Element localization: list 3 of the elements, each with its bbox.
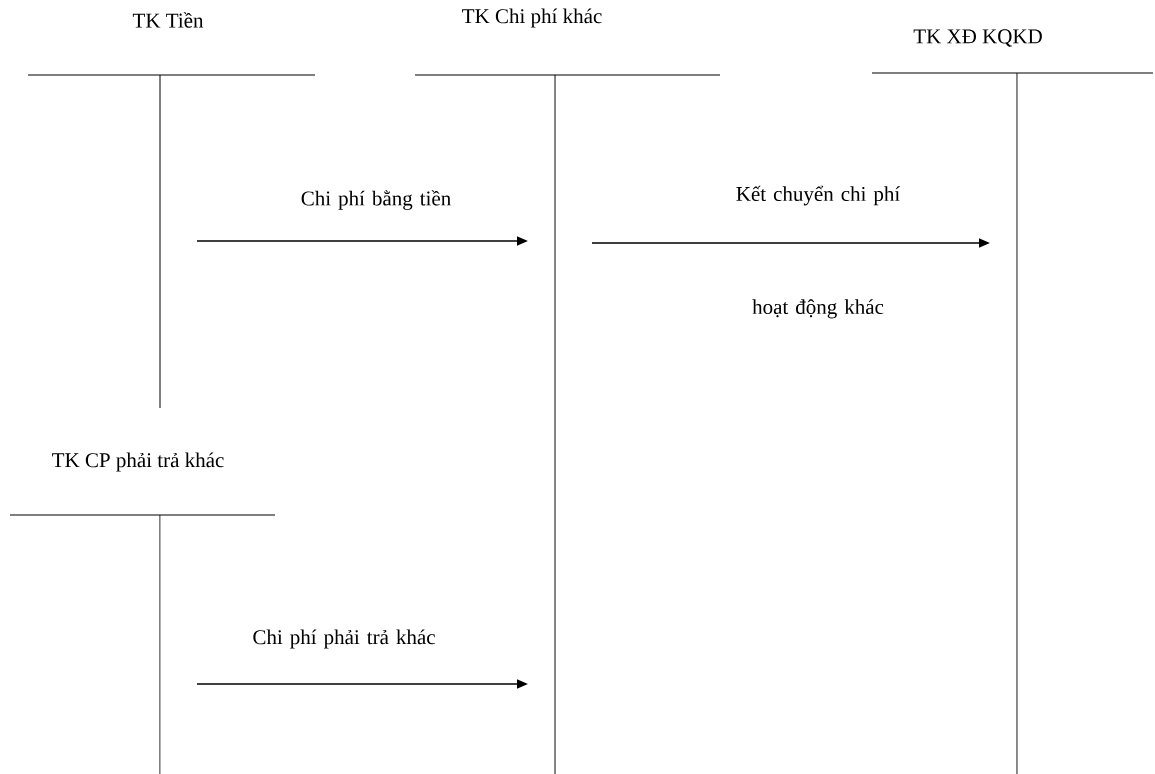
edge-label: Chi phí phải trả khác <box>253 629 435 649</box>
edge-label: Chi phí bằng tiền <box>301 190 451 210</box>
edge-label: Kết chuyển chi phí hoạt động khác <box>736 185 900 319</box>
